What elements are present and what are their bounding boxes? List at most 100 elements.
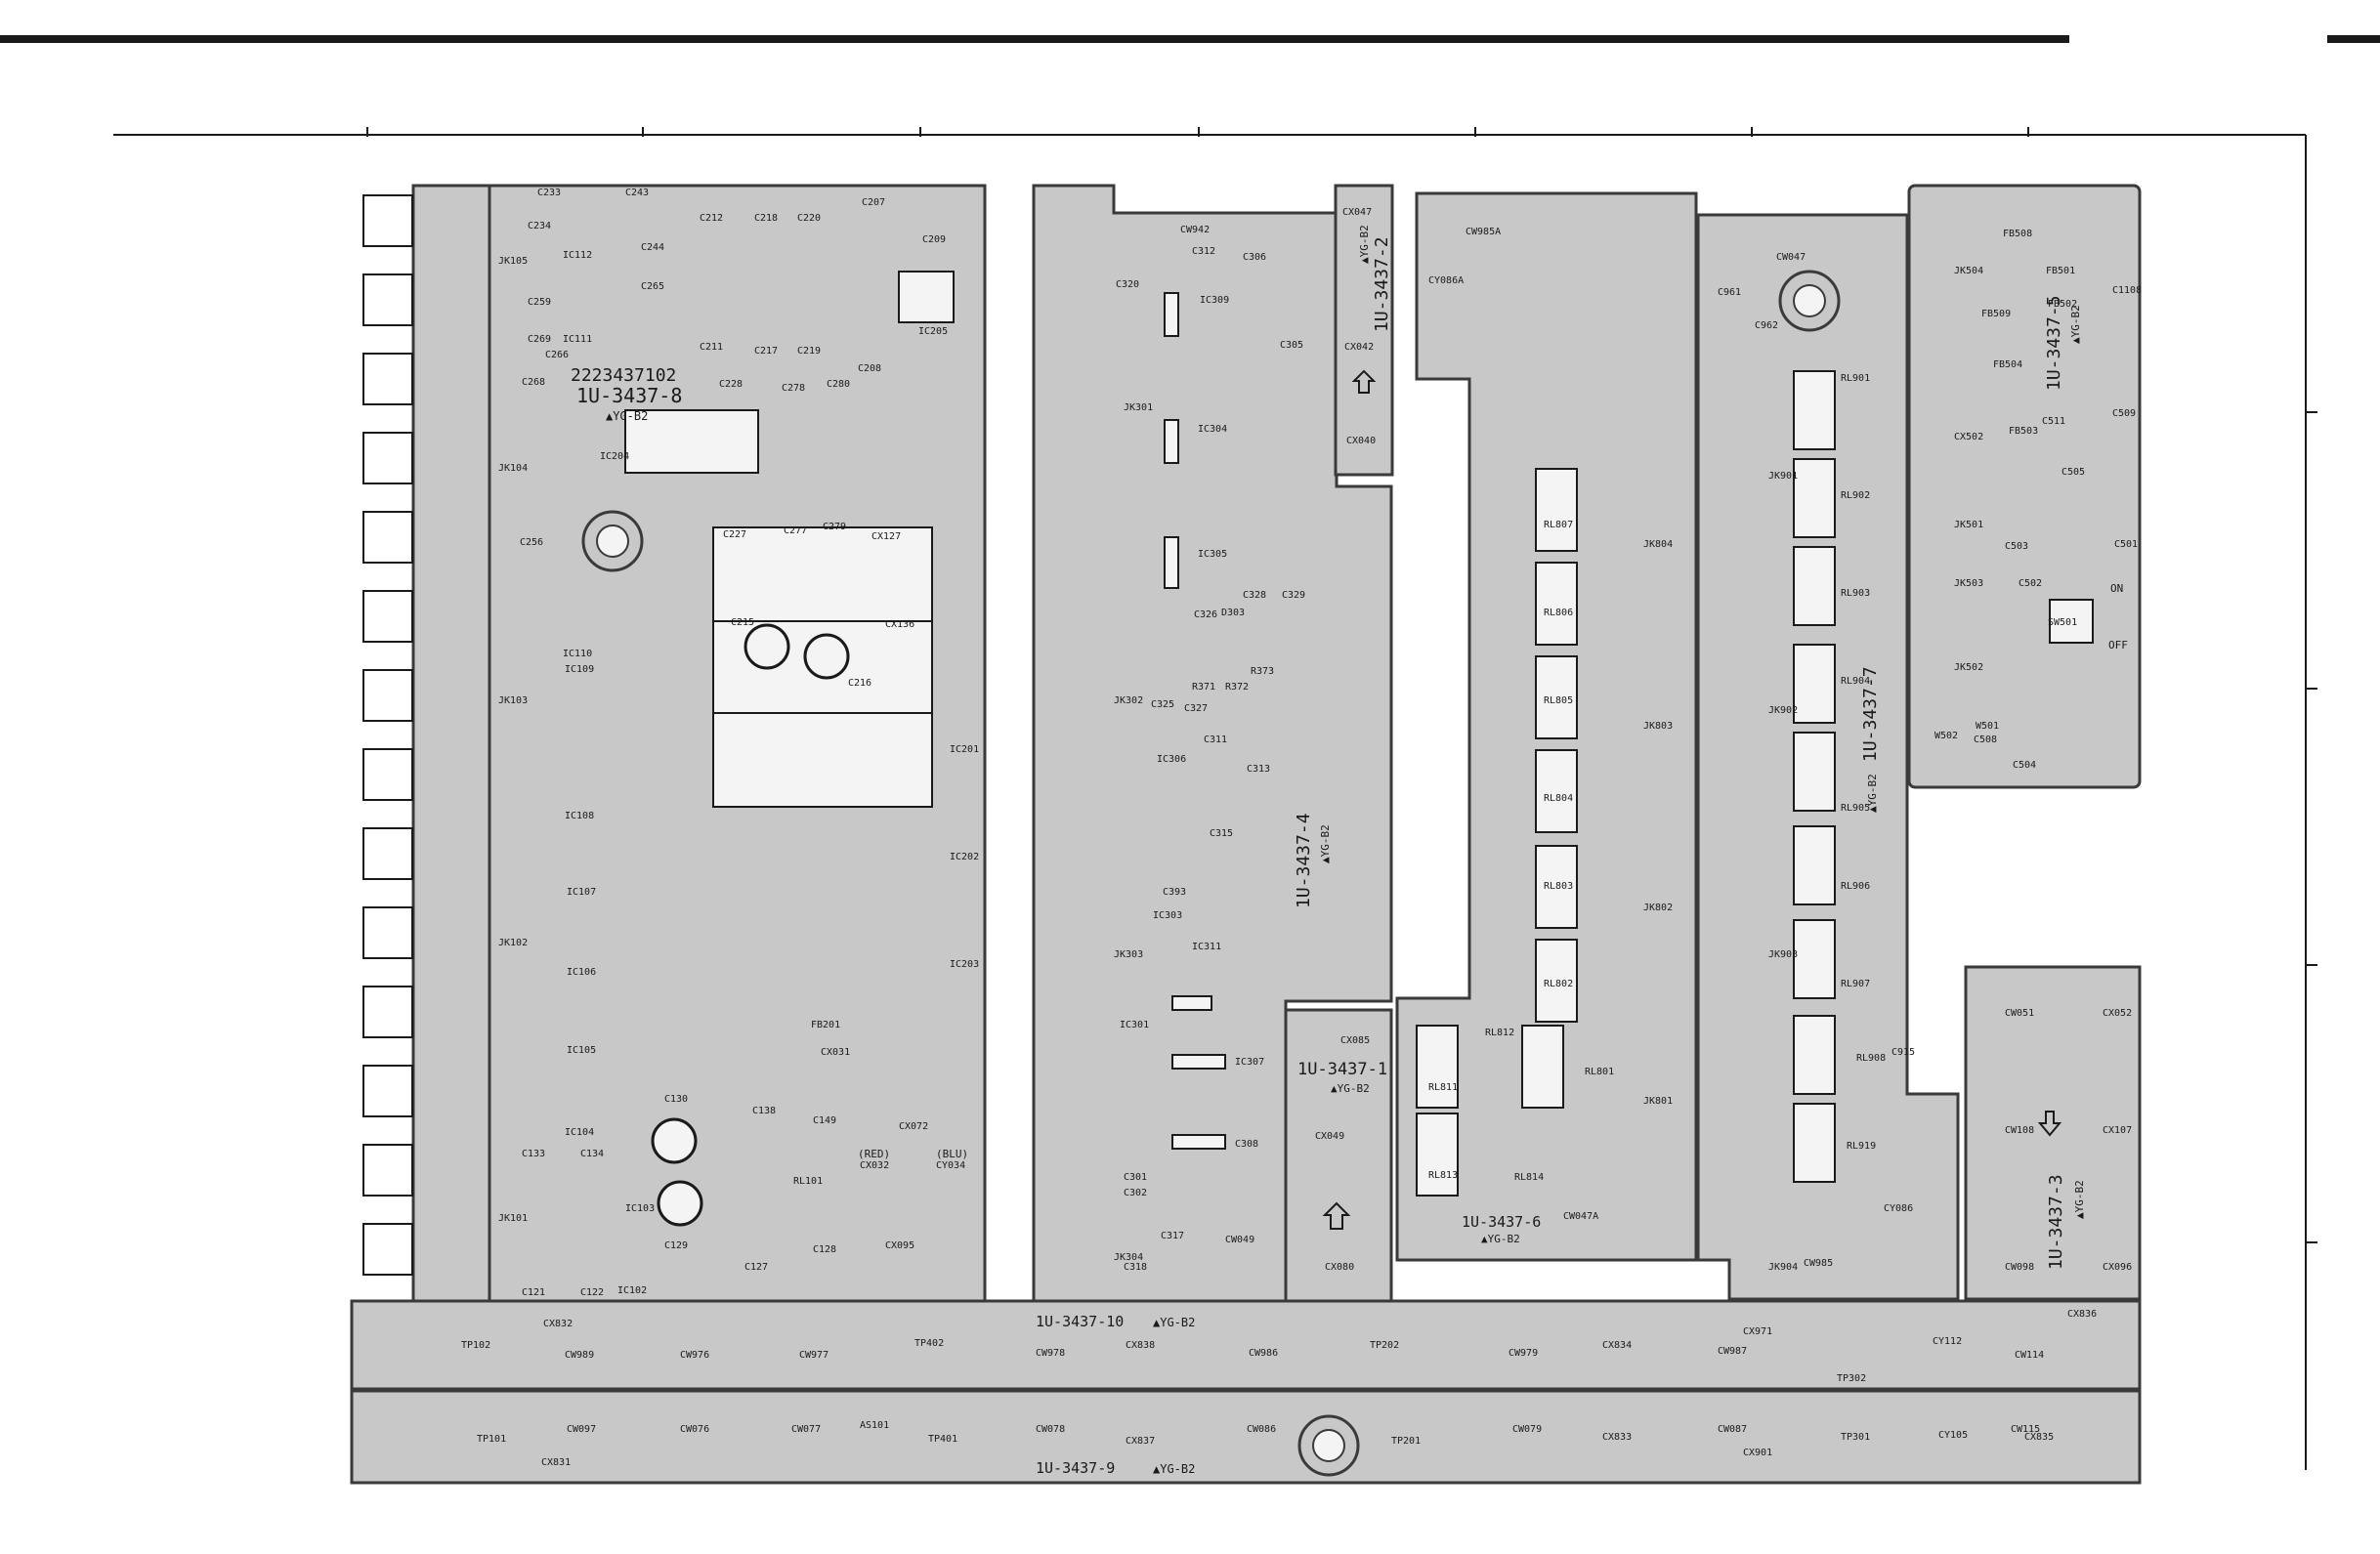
ic305-package [1164, 536, 1179, 589]
designator-rl807: RL807 [1544, 520, 1573, 530]
board-9-name: 1U-3437-9 [1036, 1459, 1115, 1477]
designator-tp401: TP401 [928, 1434, 957, 1445]
switch-off-label: OFF [2108, 639, 2128, 651]
jack-socket [362, 511, 413, 564]
designator-cw097: CW097 [567, 1424, 596, 1435]
relay-package [1535, 655, 1578, 739]
relay-package [1793, 644, 1836, 724]
designator-c505: C505 [2061, 467, 2085, 478]
designator-cw077: CW077 [791, 1424, 821, 1435]
header-rule-stub [2327, 35, 2380, 43]
designator-c122: C122 [580, 1287, 604, 1298]
designator-jk903: JK903 [1768, 949, 1798, 960]
designator-rl803: RL803 [1544, 881, 1573, 892]
designator-ic104: IC104 [565, 1127, 594, 1138]
designator-ic112: IC112 [563, 250, 592, 261]
grid-ticks [366, 127, 2317, 1243]
designator-r371: R371 [1192, 682, 1215, 693]
designator-ic110: IC110 [563, 649, 592, 659]
designator-cw076: CW076 [680, 1424, 709, 1435]
designator-c138: C138 [752, 1106, 776, 1116]
designator-as101: AS101 [860, 1420, 889, 1431]
designator-cx136: CX136 [885, 619, 914, 630]
designator-cw047a: CW047A [1563, 1211, 1598, 1222]
designator-ic204: IC204 [600, 451, 629, 462]
designator-cx831: CX831 [541, 1457, 571, 1468]
board-main-name: 1U-3437-8 [576, 384, 682, 407]
designator-cx836: CX836 [2067, 1309, 2097, 1320]
insert-arrow-b1 [1322, 1201, 1351, 1230]
designator-c121: C121 [522, 1287, 545, 1298]
board-4-name: 1U-3437-4 [1294, 813, 1314, 908]
designator-jk103: JK103 [498, 695, 528, 706]
board-main-mark: ▲YG-B2 [606, 409, 648, 423]
designator-ic105: IC105 [567, 1045, 596, 1056]
designator-c244: C244 [641, 242, 664, 253]
designator-c259: C259 [528, 297, 551, 308]
relay-package [1793, 825, 1836, 905]
designator-rl812: RL812 [1485, 1028, 1514, 1038]
designator-cw979: CW979 [1509, 1348, 1538, 1359]
relay-package [1793, 370, 1836, 450]
designator-r373: R373 [1251, 666, 1274, 677]
designator-jk801: JK801 [1643, 1096, 1673, 1107]
designator-jk902: JK902 [1768, 705, 1798, 716]
board-10-outline [350, 1299, 2142, 1391]
ic307-package [1171, 1054, 1226, 1070]
designator-cw047: CW047 [1776, 252, 1806, 263]
relay-package [1793, 732, 1836, 812]
designator-cx127: CX127 [871, 531, 901, 542]
designator-fb201: FB201 [811, 1020, 840, 1030]
designator-jk804: JK804 [1643, 539, 1673, 550]
board-10-mark: ▲YG-B2 [1153, 1316, 1195, 1329]
designator-jk501: JK501 [1954, 520, 1983, 530]
designator-cx837: CX837 [1126, 1436, 1155, 1447]
designator-c215: C215 [731, 617, 754, 628]
header-rule [0, 35, 2069, 43]
ic205-package [898, 271, 955, 323]
jack-socket [362, 1065, 413, 1117]
designator-jk105: JK105 [498, 256, 528, 267]
designator-rl813: RL813 [1428, 1170, 1458, 1181]
designator-cw051: CW051 [2005, 1008, 2034, 1019]
board-7: 1U-3437-7 ▲YG-B2 [1696, 213, 1960, 1301]
designator-cx833: CX833 [1602, 1432, 1632, 1443]
designator-jk802: JK802 [1643, 903, 1673, 913]
designator-c317: C317 [1161, 1231, 1184, 1241]
board-1: 1U-3437-1 ▲YG-B2 [1284, 1008, 1393, 1303]
designator-cx095: CX095 [885, 1240, 914, 1251]
designator-c302: C302 [1124, 1188, 1147, 1198]
designator-rl903: RL903 [1841, 588, 1870, 599]
designator-c220: C220 [797, 213, 821, 224]
ic203-package [712, 712, 933, 808]
designator-cw985: CW985 [1804, 1258, 1833, 1269]
designator-cx971: CX971 [1743, 1326, 1772, 1337]
designator-c266: C266 [545, 350, 569, 360]
led-blue-label: (BLU) [936, 1148, 968, 1160]
designator-ic311: IC311 [1192, 942, 1221, 952]
designator-jk901: JK901 [1768, 471, 1798, 482]
designator-c962: C962 [1755, 320, 1778, 331]
board-6-name: 1U-3437-6 [1462, 1213, 1541, 1231]
designator-c1108: C1108 [2112, 285, 2142, 296]
designator-c329: C329 [1282, 590, 1305, 601]
designator-c328: C328 [1243, 590, 1266, 601]
relay-group-b6 [1416, 468, 1578, 1197]
designator-cx072: CX072 [899, 1121, 928, 1132]
board-5-outline [1907, 184, 2142, 789]
designator-tp301: TP301 [1841, 1432, 1870, 1443]
relay-package [1535, 939, 1578, 1023]
relay-package [1535, 845, 1578, 929]
board-5: 1U-3437-5 ▲YG-B2 ON OFF [1907, 184, 2142, 789]
relay-package [1793, 919, 1836, 999]
relay-package [1521, 1025, 1564, 1109]
designator-ic106: IC106 [567, 967, 596, 978]
capacitor-c216 [803, 633, 850, 680]
designator-c393: C393 [1163, 887, 1186, 898]
designator-cx080: CX080 [1325, 1262, 1354, 1273]
designator-rl905: RL905 [1841, 803, 1870, 814]
designator-cw086: CW086 [1247, 1424, 1276, 1435]
designator-tp202: TP202 [1370, 1340, 1399, 1351]
designator-cy034: CY034 [936, 1160, 965, 1171]
designator-ic304: IC304 [1198, 424, 1227, 435]
